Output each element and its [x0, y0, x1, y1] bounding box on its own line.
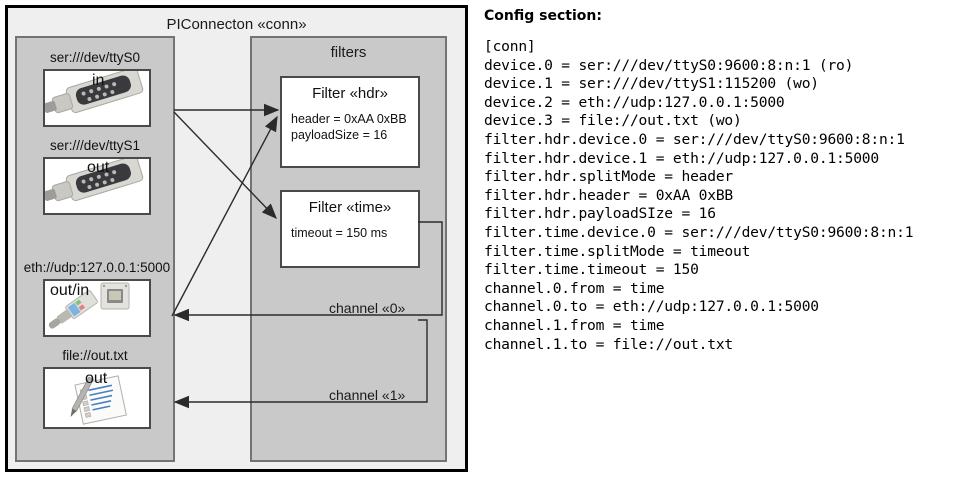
device-io-eth: out/in	[50, 282, 90, 299]
config-line: filter.hdr.device.1 = eth://udp:127.0.0.…	[484, 149, 879, 167]
config-line: filter.hdr.splitMode = header	[484, 168, 733, 186]
device-label-file: file://out.txt	[62, 348, 128, 363]
filter-title-hdr: Filter «hdr»	[312, 85, 388, 102]
config-line: filter.time.device.0 = ser:///dev/ttyS0:…	[484, 223, 914, 241]
config-line: filter.hdr.device.0 = ser:///dev/ttyS0:9…	[484, 130, 905, 148]
filters-group-title: filters	[330, 44, 367, 61]
config-section: Config section: [conn]device.0 = ser:///…	[482, 0, 964, 484]
device-box-eth[interactable]: out/in	[43, 279, 151, 337]
device-label-ttyS0: ser:///dev/ttyS0	[49, 50, 141, 65]
config-heading: Config section:	[484, 8, 602, 24]
config-line: channel.1.to = file://out.txt	[484, 335, 733, 353]
architecture-diagram: PIConnecton «conn» ser:///dev/ttyS0 in	[0, 0, 478, 484]
filter-props-time: timeout = 150 ms	[291, 225, 387, 241]
device-box-file[interactable]: out	[43, 367, 151, 429]
ethernet-jack-icon	[48, 282, 130, 329]
device-box-ttyS1[interactable]: out	[43, 157, 151, 215]
config-text-block: [conn]device.0 = ser:///dev/ttyS0:9600:8…	[484, 38, 914, 354]
config-line: [conn]	[484, 38, 536, 55]
channel-label-1: channel «1»	[329, 387, 406, 403]
diagram-title: PIConnecton «conn»	[166, 16, 307, 33]
device-label-eth: eth://udp:127.0.0.1:5000	[23, 260, 171, 275]
config-line: device.2 = eth://udp:127.0.0.1:5000	[484, 93, 785, 111]
device-io-file: out	[85, 370, 108, 387]
config-line: channel.0.to = eth://udp:127.0.0.1:5000	[484, 298, 819, 316]
config-line: device.1 = ser:///dev/ttyS1:115200 (wo)	[484, 75, 819, 93]
channel-label-0: channel «0»	[329, 300, 406, 316]
serial-connector-icon	[45, 159, 144, 202]
config-line: channel.1.from = time	[484, 316, 665, 334]
config-line: device.3 = file://out.txt (wo)	[484, 112, 742, 130]
document-pen-icon	[70, 375, 127, 425]
filter-prop: payloadSize = 16	[291, 128, 388, 142]
config-line: filter.time.splitMode = timeout	[484, 242, 751, 260]
filter-box-hdr[interactable]: Filter «hdr» header = 0xAA 0xBB payloadS…	[280, 76, 420, 168]
config-line: device.0 = ser:///dev/ttyS0:9600:8:n:1 (…	[484, 56, 854, 74]
filter-box-time[interactable]: Filter «time» timeout = 150 ms	[280, 190, 420, 268]
filter-title-time: Filter «time»	[308, 199, 392, 216]
filter-props-hdr: header = 0xAA 0xBB payloadSize = 16	[291, 111, 407, 143]
device-io-ttyS0: in	[92, 72, 105, 89]
config-line: filter.hdr.header = 0xAA 0xBB	[484, 186, 733, 204]
filter-prop: timeout = 150 ms	[291, 226, 388, 240]
device-label-ttyS1: ser:///dev/ttyS1	[49, 138, 141, 153]
config-line: filter.time.timeout = 150	[484, 261, 699, 279]
devices-group: ser:///dev/ttyS0 in	[15, 36, 175, 462]
filters-group: filters Filter «hdr» header = 0xAA 0xBB …	[250, 36, 447, 462]
device-box-ttyS0[interactable]: in	[43, 69, 151, 127]
serial-connector-icon	[45, 71, 144, 114]
filter-prop: header = 0xAA 0xBB	[291, 112, 407, 126]
config-line: channel.0.from = time	[484, 279, 665, 297]
device-io-ttyS1: out	[87, 159, 110, 176]
config-line: filter.hdr.payloadSIze = 16	[484, 205, 716, 223]
